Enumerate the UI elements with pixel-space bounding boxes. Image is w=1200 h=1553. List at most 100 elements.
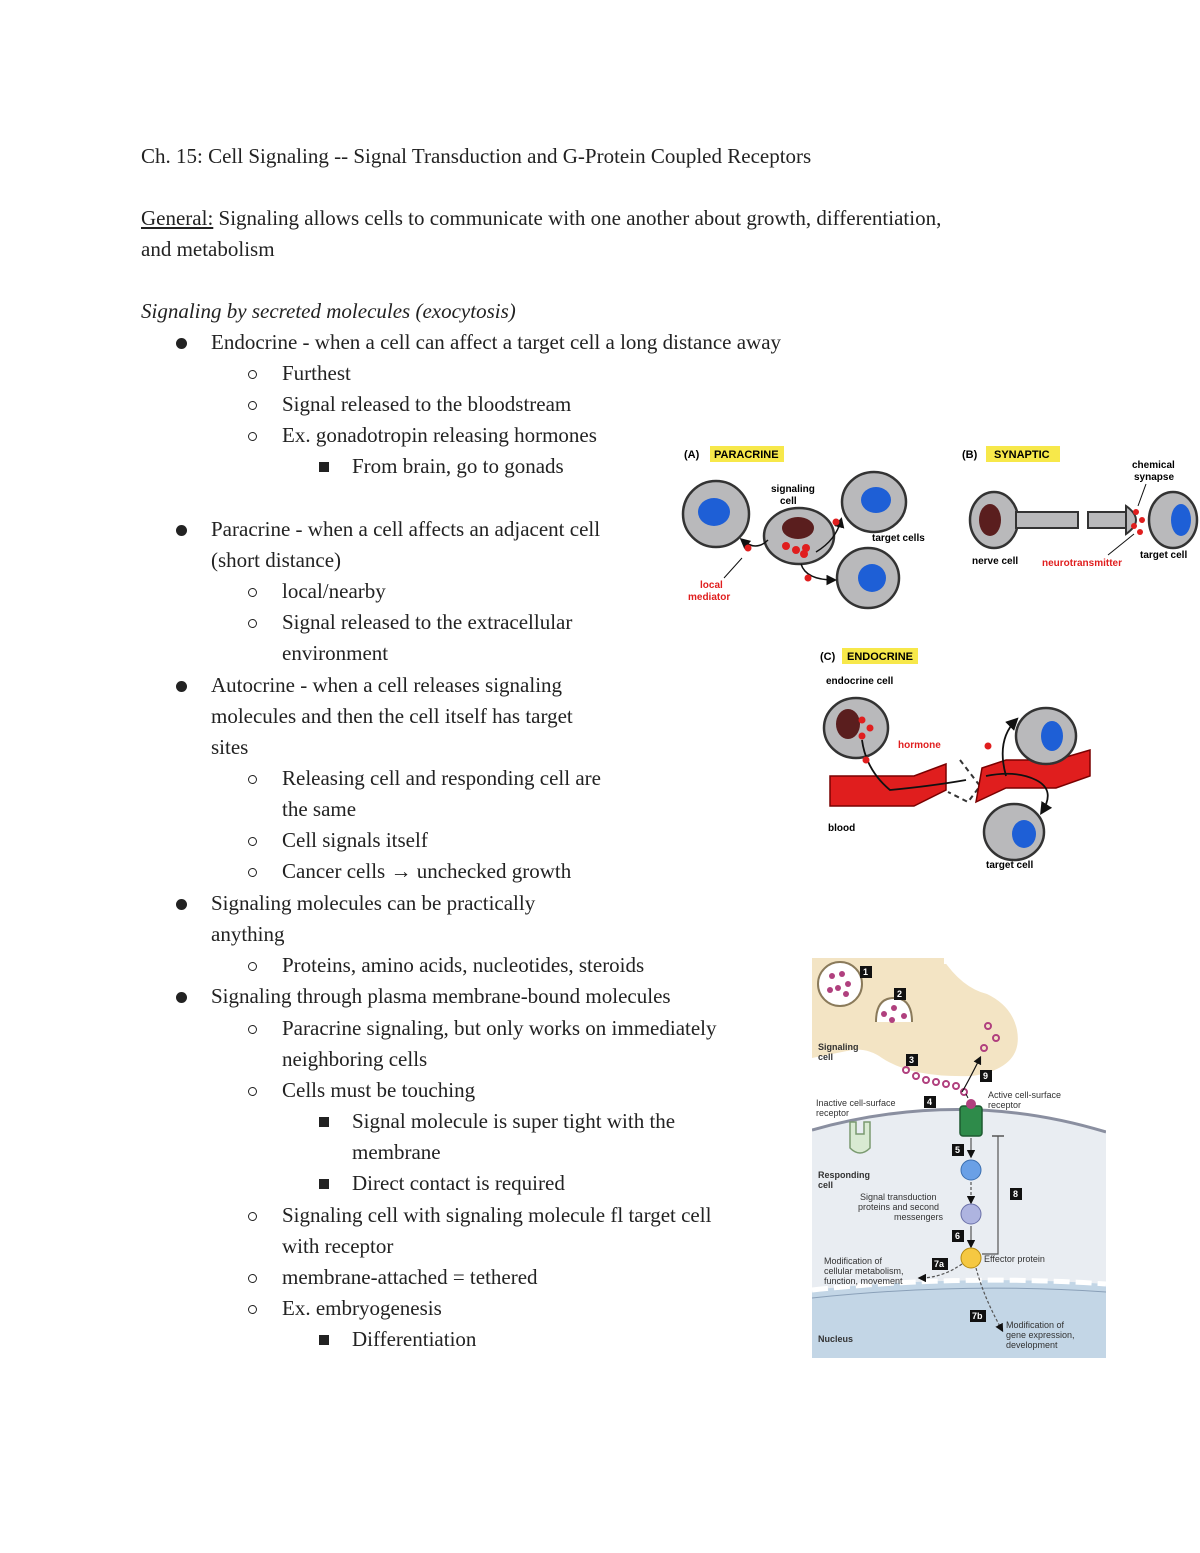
bullet-square	[319, 1179, 329, 1189]
nucleus	[1012, 820, 1036, 848]
list-item-cont: membrane	[352, 1140, 441, 1164]
bullet-circle	[248, 1087, 257, 1096]
second-messenger	[960, 1203, 982, 1225]
signaling-cell-region	[812, 958, 1018, 1077]
list-item: Signal released to the bloodstream	[282, 392, 572, 416]
bullet-circle	[248, 837, 257, 846]
bullet-dot	[176, 681, 187, 692]
signaling-types-figure: (A) PARACRINE signaling cell target cell…	[681, 446, 1199, 871]
active-receptor-label: Active cell-surface	[988, 1090, 1061, 1100]
list-item: Signaling cell with signaling molecule f…	[282, 1203, 712, 1227]
step-number: 5	[955, 1145, 960, 1155]
nucleus	[836, 709, 860, 739]
blood-label: blood	[828, 823, 855, 834]
synaptic-label: SYNAPTIC	[994, 449, 1050, 461]
step-number: 1	[863, 967, 868, 977]
general-paragraph: General: Signaling allows cells to commu…	[141, 203, 941, 234]
list-item: Cell signals itself	[282, 828, 428, 852]
bullet-circle	[248, 775, 257, 784]
endocrine-tag: (C)	[820, 651, 836, 663]
list-item-cont: neighboring cells	[282, 1047, 428, 1071]
chemical-synapse-label: chemical	[1132, 460, 1175, 471]
target-cell-label: target cell	[1140, 550, 1187, 561]
list-item-cont: sites	[211, 735, 249, 759]
list-item: Signal released to the extracellular	[282, 610, 573, 634]
list-item: Ex. embryogenesis	[282, 1296, 442, 1320]
bullet-circle	[248, 1025, 257, 1034]
bullet-circle	[248, 1212, 257, 1221]
list-item: Cells must be touching	[282, 1078, 476, 1102]
endocrine-panel: (C) ENDOCRINE endocrine cell hormone blo…	[820, 648, 1091, 871]
nerve-cell-label: nerve cell	[972, 556, 1018, 567]
list-item: Signaling through plasma membrane-bound …	[211, 984, 671, 1008]
list-item-cont: environment	[282, 641, 389, 665]
axon	[1087, 511, 1127, 529]
transduction-label: Signal transduction	[860, 1192, 937, 1202]
inactive-receptor-label-2: receptor	[816, 1108, 849, 1118]
list-item: Signaling molecules can be practically	[211, 891, 536, 915]
bullet-dot	[176, 899, 187, 910]
bullet-circle	[248, 401, 257, 410]
nucleus	[782, 517, 814, 539]
signal-pathway-figure: 1 2 3 4 5 6 7a 7b 8 9 Signaling cell Ina…	[812, 958, 1106, 1358]
bullet-circle	[248, 962, 257, 971]
target-cell-label: target cell	[986, 860, 1033, 871]
local-mediator-label: local	[700, 580, 723, 591]
bullet-dot	[176, 525, 187, 536]
list-item-cont: anything	[211, 922, 285, 946]
step-number: 4	[927, 1097, 932, 1107]
axon	[1015, 511, 1079, 529]
metabolism-label: Modification of	[824, 1256, 883, 1266]
endocrine-highlight	[842, 648, 918, 664]
list-item: Ex. gonadotropin releasing hormones	[282, 423, 597, 447]
step-number: 8	[1013, 1189, 1018, 1199]
gene-label: Modification of	[1006, 1320, 1065, 1330]
bullet-circle	[248, 1305, 257, 1314]
bullet-square	[319, 1117, 329, 1127]
step-number: 7a	[934, 1259, 945, 1269]
general-label: General:	[141, 206, 214, 230]
bullet-dot	[176, 992, 187, 1003]
transduction-label-2: proteins and second	[858, 1202, 939, 1212]
chemical-synapse-label-2: synapse	[1134, 472, 1174, 483]
endocrine-cell-label: endocrine cell	[826, 676, 893, 687]
bullet-circle	[248, 370, 257, 379]
list-item: Direct contact is required	[352, 1171, 565, 1195]
paracrine-panel: (A) PARACRINE signaling cell target cell…	[681, 446, 925, 610]
list-item: local/nearby	[282, 579, 386, 603]
active-receptor-label-2: receptor	[988, 1100, 1021, 1110]
bullet-circle	[248, 868, 257, 877]
nucleus	[858, 564, 886, 592]
bullet-circle	[248, 619, 257, 628]
blood-vessel	[829, 762, 947, 807]
bullet-circle	[248, 1274, 257, 1283]
list-item: Cancer cells → unchecked growth	[282, 859, 572, 883]
signaling-cell-label-2: cell	[818, 1052, 833, 1062]
signal-molecule	[792, 546, 800, 554]
list-item: Releasing cell and responding cell are	[282, 766, 601, 790]
signal-molecule	[800, 550, 808, 558]
active-receptor	[959, 1105, 983, 1137]
bullet-square	[319, 1335, 329, 1345]
nucleus	[861, 487, 891, 513]
blood-vessel	[975, 748, 1091, 804]
list-item: Furthest	[282, 361, 351, 385]
bullet-square	[319, 462, 329, 472]
paracrine-tag: (A)	[684, 449, 700, 461]
synaptic-panel: (B) SYNAPTIC chemical synapse nerve cell…	[962, 446, 1199, 569]
list-item: Paracrine - when a cell affects an adjac…	[211, 517, 601, 541]
list-item: Differentiation	[352, 1327, 477, 1351]
paracrine-highlight	[710, 446, 784, 462]
list-item-cont: (short distance)	[211, 548, 342, 572]
signaling-cell-label-2: cell	[780, 496, 797, 507]
section-heading: Signaling by secreted molecules (exocyto…	[141, 299, 516, 323]
general-paragraph-cont: and metabolism	[141, 237, 275, 261]
list-item-cont: with receptor	[282, 1234, 394, 1258]
list-item: Endocrine - when a cell can affect a tar…	[211, 330, 782, 354]
step-number: 2	[897, 989, 902, 999]
responding-cell-label: Responding	[818, 1170, 870, 1180]
list-item-cont: molecules and then the cell itself has t…	[211, 704, 573, 728]
list-item: Signal molecule is super tight with the	[352, 1109, 676, 1133]
paracrine-label: PARACRINE	[714, 449, 779, 461]
endocrine-label: ENDOCRINE	[847, 651, 913, 663]
